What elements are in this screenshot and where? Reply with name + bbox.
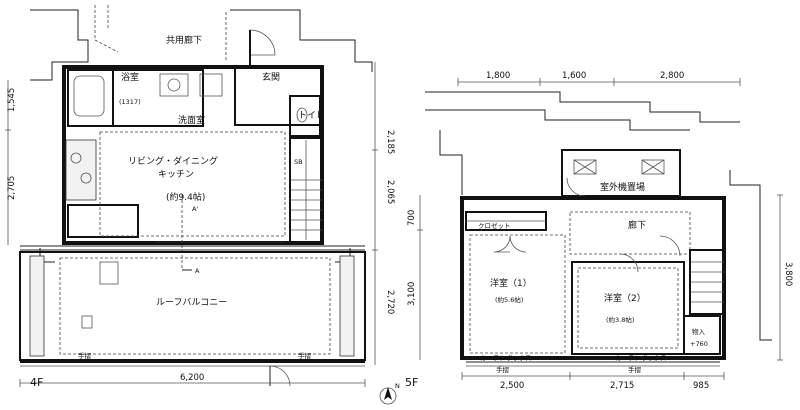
western-room-2-size: (約3.8帖) (606, 315, 634, 324)
ldk-label-line1: リビング・ダイニング (128, 155, 218, 167)
dim-5f-bottom-3: 985 (693, 381, 709, 391)
curtain-box-label-left: カーテンボックス (480, 354, 532, 362)
ldk-size-label: (約9.4帖) (166, 191, 205, 203)
dim-4f-right-1: 2,185 (385, 130, 395, 154)
toilet-label: トイレ (298, 111, 325, 121)
storage-label: 物入 (692, 327, 706, 336)
dim-5f-top-3: 2,800 (660, 71, 684, 81)
western-room-2-label: 洋室（2） (604, 292, 646, 304)
shoe-box-label: SB (294, 158, 303, 166)
western-room-1-size: (約5.6帖) (495, 295, 523, 304)
washroom-label: 洗面室 (178, 114, 205, 126)
floor-label-5f: 5F (405, 376, 418, 389)
dim-4f-bottom: 6,200 (180, 373, 204, 383)
bath-label: 浴室 (121, 71, 139, 83)
handrail-label-4f-left: 手摺 (78, 351, 92, 360)
dim-5f-left-1: 700 (407, 210, 417, 226)
floor-label-4f: 4F (30, 376, 43, 389)
compass-label: N (395, 382, 400, 390)
curtain-box-label-right: カーテンボックス (615, 354, 667, 362)
handrail-label-4f-right: 手摺 (298, 351, 312, 360)
north-arrow-icon (379, 387, 397, 405)
handrail-label-5f-right: 手摺 (628, 365, 642, 374)
dim-4f-left-1: 1,545 (7, 88, 17, 112)
outdoor-unit-label: 室外機置場 (600, 181, 645, 193)
ldk-label-line2: キッチン (158, 169, 194, 180)
bath-size-label: (1317) (119, 98, 141, 106)
floor-5f-plan (417, 78, 783, 380)
closet-label: クロゼット (478, 221, 511, 230)
section-a2-label: A' (192, 205, 198, 213)
dim-4f-left-2: 2,705 (7, 176, 17, 200)
entrance-label: 玄関 (262, 71, 280, 83)
dim-5f-right: 3,800 (783, 262, 793, 286)
dim-4f-right-3: 2,720 (385, 290, 395, 314)
storage-sub-label: +760 (690, 340, 708, 348)
dim-5f-left-2: 3,100 (407, 282, 417, 306)
western-room-1-label: 洋室（1） (490, 277, 532, 289)
roof-balcony-label: ルーフバルコニー (156, 297, 227, 308)
dim-5f-bottom-1: 2,500 (500, 381, 524, 391)
handrail-label-5f-left: 手摺 (496, 365, 510, 374)
dim-5f-bottom-2: 2,715 (610, 381, 634, 391)
hall-label: 廊下 (628, 219, 646, 231)
section-a-label: A (195, 267, 200, 275)
dim-5f-top-1: 1,800 (486, 71, 510, 81)
corridor-label: 共用廊下 (166, 34, 202, 46)
dim-4f-right-2: 2,065 (385, 180, 395, 204)
floor-4f-plan (5, 5, 378, 387)
dim-5f-top-2: 1,600 (562, 71, 586, 81)
